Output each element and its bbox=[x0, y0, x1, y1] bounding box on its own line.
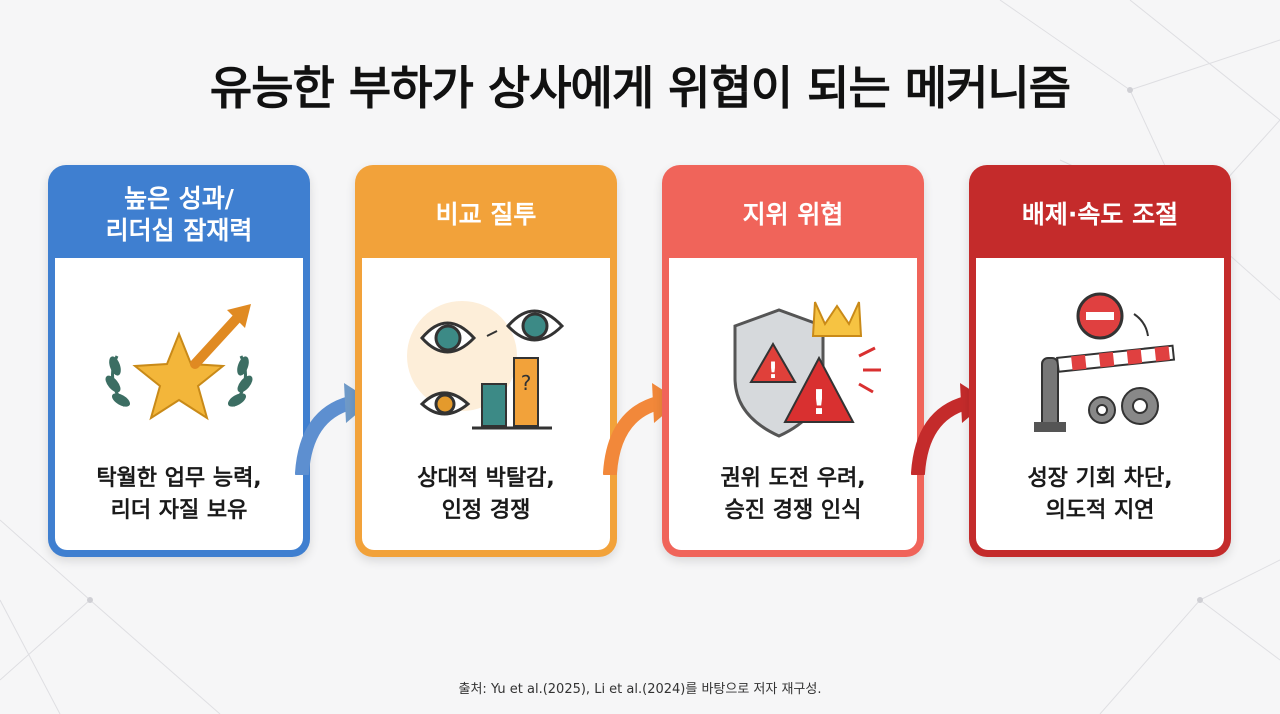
step-body: 탁월한 업무 능력, 리더 자질 보유 bbox=[55, 258, 303, 550]
eyes-chart-icon: ? bbox=[407, 301, 565, 430]
step-header-label: 지위 위협 bbox=[742, 200, 844, 229]
step-header-label: 배제·속도 조절 bbox=[1021, 200, 1179, 229]
step-description: 권위 도전 우려, 승진 경쟁 인식 bbox=[720, 466, 866, 523]
svg-text:?: ? bbox=[521, 371, 532, 395]
star-laurel-arrow-icon bbox=[105, 304, 253, 421]
step-header: 비교 질투 bbox=[362, 172, 610, 258]
step-description: 성장 기회 차단, 의도적 지연 bbox=[1027, 466, 1173, 523]
step-header-label: 높은 성과/ 리더십 잠재력 bbox=[105, 184, 253, 245]
step-card-jealousy: 비교 질투 ? 상대적 박탈감, 인정 경쟁 bbox=[355, 165, 617, 557]
source-citation: 출처: Yu et al.(2025), Li et al.(2024)를 바탕… bbox=[458, 682, 822, 697]
step-body: ! ! 권위 도전 우려, 승진 경쟁 인식 bbox=[669, 258, 917, 550]
step-card-performance: 높은 성과/ 리더십 잠재력 탁월한 업무 능력, 리더 자질 보유 bbox=[48, 165, 310, 557]
step-header-label: 비교 질투 bbox=[435, 200, 537, 229]
step-description: 상대적 박탈감, 인정 경쟁 bbox=[417, 466, 555, 523]
svg-text:!: ! bbox=[811, 383, 827, 423]
step-card-status-threat: 지위 위협 ! ! 권위 도전 우려, 승진 경쟁 인식 bbox=[662, 165, 924, 557]
barrier-gears-icon bbox=[1034, 292, 1176, 432]
step-header: 지위 위협 bbox=[669, 172, 917, 258]
step-body: ? 상대적 박탈감, 인정 경쟁 bbox=[362, 258, 610, 550]
step-header: 배제·속도 조절 bbox=[976, 172, 1224, 258]
step-header: 높은 성과/ 리더십 잠재력 bbox=[55, 172, 303, 258]
step-description: 탁월한 업무 능력, 리더 자질 보유 bbox=[96, 466, 262, 523]
svg-text:!: ! bbox=[768, 359, 778, 384]
page-title: 유능한 부하가 상사에게 위협이 되는 메커니즘 bbox=[209, 61, 1071, 115]
step-body: 성장 기회 차단, 의도적 지연 bbox=[976, 258, 1224, 550]
step-card-exclusion: 배제·속도 조절 성장 기회 차단, 의도적 지연 bbox=[969, 165, 1231, 557]
shield-crown-warning-icon: ! ! bbox=[733, 301, 881, 438]
